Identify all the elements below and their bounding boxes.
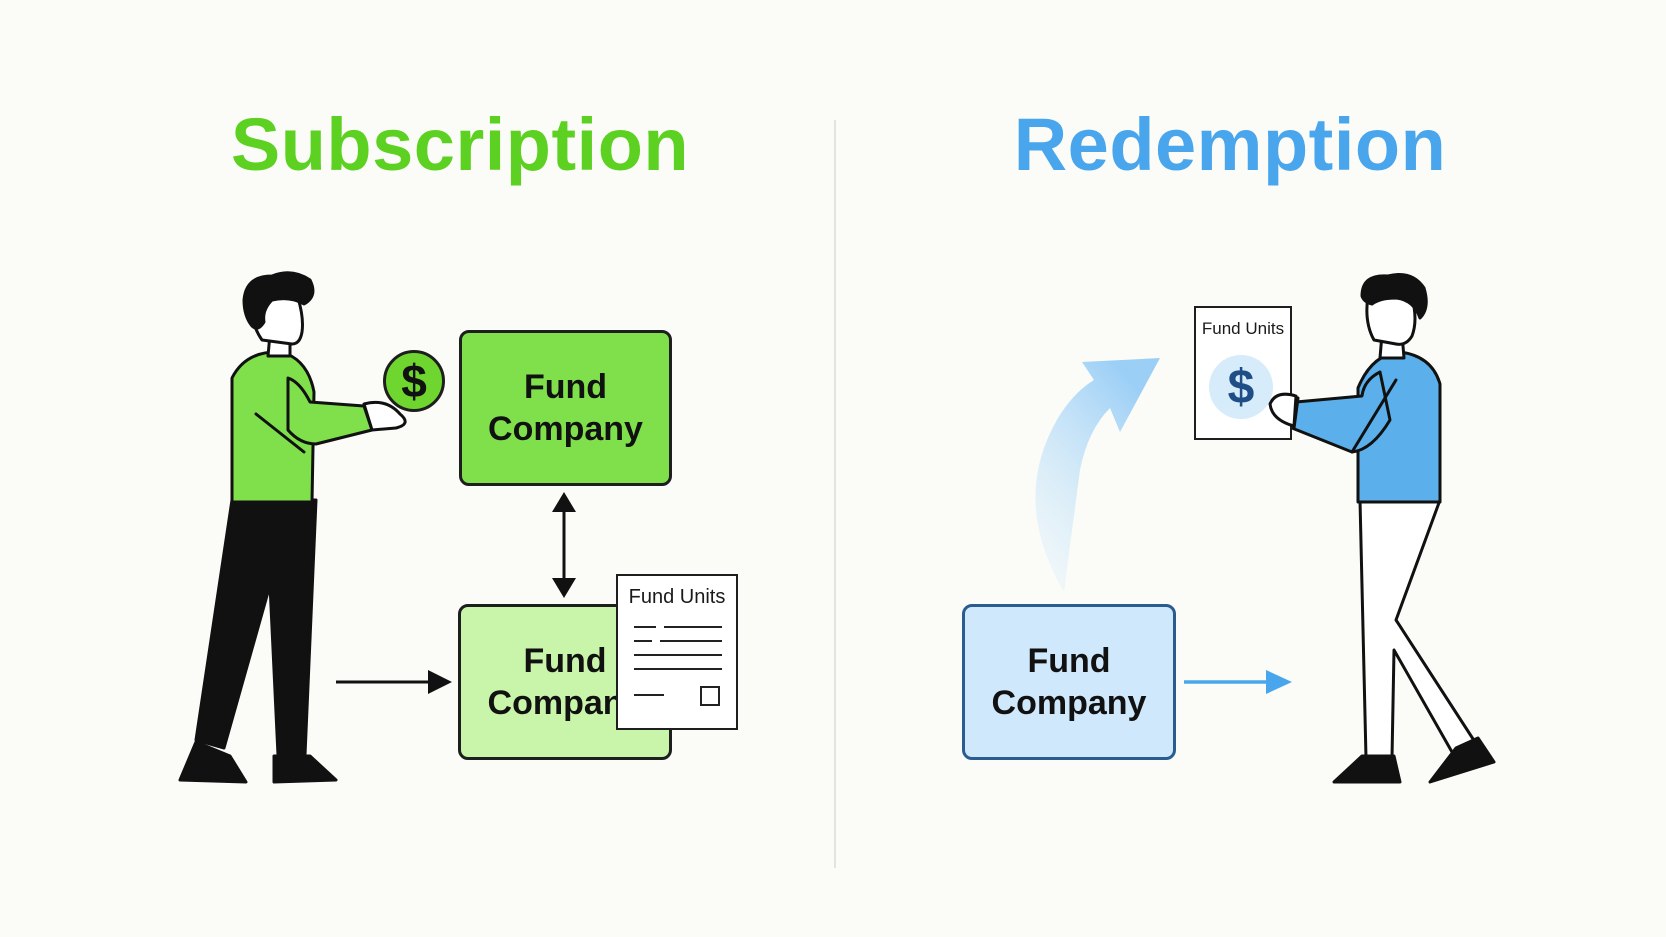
flow-arrows-redemption xyxy=(1035,358,1292,694)
dollar-coin-icon-redemption: $ xyxy=(1209,355,1273,419)
doc-line xyxy=(634,626,656,628)
investor-hand xyxy=(362,400,407,432)
title-subscription: Subscription xyxy=(230,103,690,186)
investor-hair xyxy=(242,271,315,330)
fund-units-label: Fund Units xyxy=(628,586,726,608)
dollar-symbol: $ xyxy=(1227,360,1255,414)
doc-line xyxy=(634,640,652,642)
title-redemption: Redemption xyxy=(1013,103,1447,186)
fund-company-label: Fund Company xyxy=(488,367,643,449)
arrow-right-head-redemption xyxy=(1266,670,1292,694)
dollar-symbol: $ xyxy=(401,355,427,407)
doc-line xyxy=(634,694,664,696)
investor-legs-redemption xyxy=(1358,498,1477,760)
arrow-right-head xyxy=(428,670,452,694)
investor-shoe-left xyxy=(178,740,248,784)
investor-arm-line-redemption xyxy=(1350,378,1398,454)
investor-legs xyxy=(194,498,318,757)
fund-company-box-top: Fund Company xyxy=(459,330,672,486)
dollar-coin-icon: $ xyxy=(383,350,445,412)
fund-units-document-subscription: Fund Units xyxy=(616,574,738,730)
investor-figure-subscription xyxy=(178,271,407,784)
investor-figure-redemption xyxy=(1268,273,1496,784)
fund-company-label: Fund Company xyxy=(991,641,1147,723)
doc-line xyxy=(664,626,722,628)
investor-hair-redemption xyxy=(1360,273,1428,320)
fund-company-box-redemption: Fund Company xyxy=(962,604,1176,760)
checkbox-icon xyxy=(700,686,720,706)
arrow-up-head xyxy=(552,492,576,512)
curved-arrow-redemption xyxy=(1035,358,1160,592)
doc-line xyxy=(634,668,722,670)
investor-arm xyxy=(286,376,374,446)
doc-line xyxy=(634,654,722,656)
investor-shoe-left-redemption xyxy=(1332,754,1402,784)
arrow-down-head xyxy=(552,578,576,598)
doc-line xyxy=(660,640,722,642)
flow-arrows-subscription xyxy=(336,492,576,694)
fund-units-label: Fund Units xyxy=(1201,319,1285,338)
investor-shoe-right xyxy=(272,754,338,784)
investor-shoe-right-redemption xyxy=(1428,736,1496,784)
investor-arm-line xyxy=(254,412,306,454)
